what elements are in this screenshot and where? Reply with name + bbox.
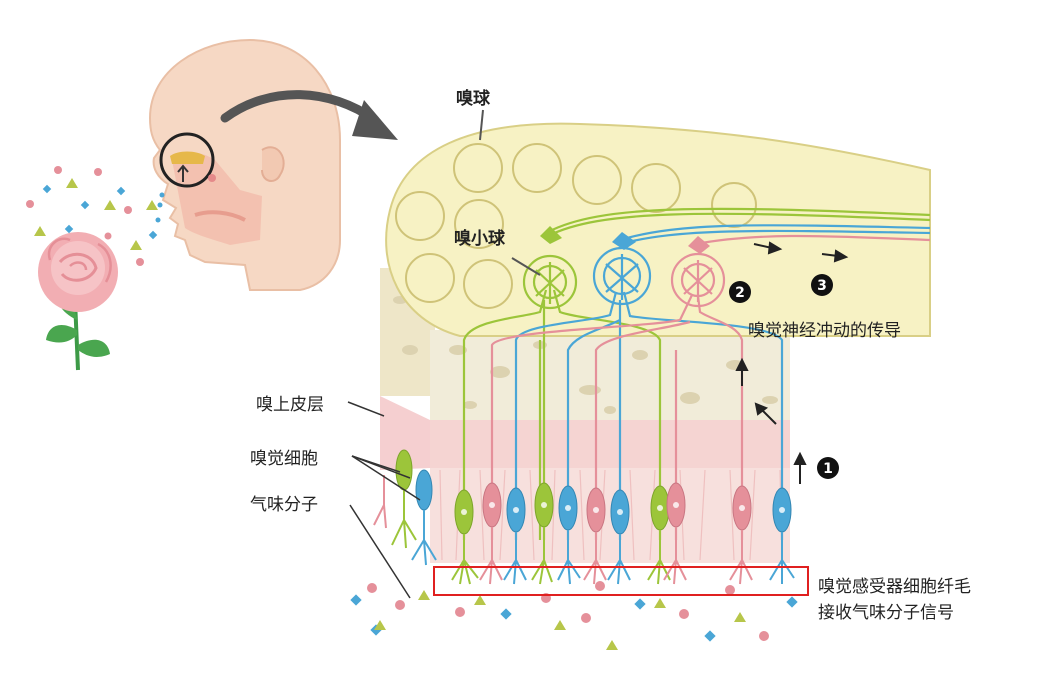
olfactory-epithelium — [380, 396, 790, 563]
rose-icon — [38, 232, 118, 371]
step-badges: 1 2 3 — [729, 274, 839, 479]
step-1-badge: 1 — [817, 457, 839, 479]
label-cilia-line2: 接收气味分子信号 — [818, 603, 954, 623]
leader-lines — [347, 401, 421, 599]
label-cilia-line1: 嗅觉感受器细胞纤毛 — [818, 577, 971, 597]
step-2-badge: 2 — [729, 281, 751, 303]
head-icon — [148, 38, 341, 291]
label-odorant: 气味分子 — [250, 495, 318, 515]
receptor-cells — [395, 449, 792, 535]
olfactory-bulb — [385, 109, 931, 337]
odorant-particles-face — [26, 166, 165, 266]
label-receptor-cell: 嗅觉细胞 — [250, 449, 318, 469]
cilia — [373, 475, 795, 585]
label-glomerulus: 嗅小球 — [454, 229, 505, 249]
label-epithelium: 嗅上皮层 — [256, 395, 324, 415]
odorant-particles-bottom — [350, 581, 798, 650]
signal-arrows — [735, 241, 849, 484]
arrow-icon — [220, 90, 398, 140]
step-3-badge: 3 — [811, 274, 833, 296]
nerve-fibers — [462, 207, 931, 540]
label-conduction: 嗅觉神经冲动的传导 — [748, 321, 901, 341]
glomeruli — [511, 226, 726, 310]
step-3-number: 3 — [817, 278, 827, 294]
bone-layer — [380, 268, 790, 422]
label-olfactory-bulb: 嗅球 — [456, 89, 490, 109]
step-1-number: 1 — [823, 461, 833, 477]
cilia-highlight-box — [433, 566, 809, 596]
step-2-number: 2 — [735, 285, 745, 301]
